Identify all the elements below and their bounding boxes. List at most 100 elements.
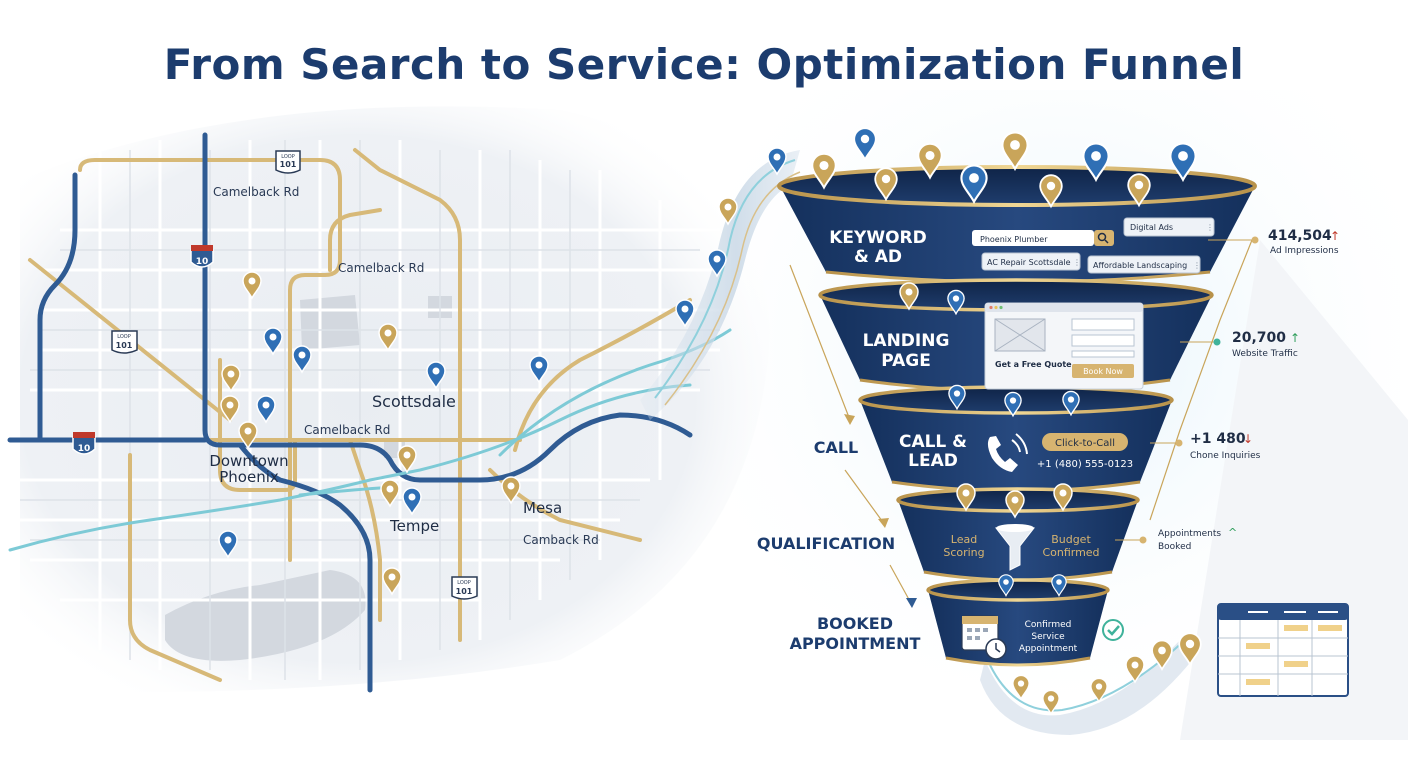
search-text: Phoenix Plumber xyxy=(980,235,1048,244)
map-pin-icon xyxy=(1125,655,1145,684)
image-placeholder-icon xyxy=(994,318,1046,352)
map-pin-icon xyxy=(529,355,549,384)
lead-scoring-line2: Scoring xyxy=(943,546,984,559)
chip-landscaping[interactable]: Affordable Landscaping ⋮ xyxy=(1087,255,1201,274)
filter-icon xyxy=(994,524,1036,571)
metric-label-line1: Appointments xyxy=(1158,529,1221,539)
city-label-scottsdale: Scottsdale xyxy=(372,392,456,411)
arrow-up-icon: ↑ xyxy=(1290,331,1300,345)
stage3-label-line2: LEAD xyxy=(908,451,958,471)
map-pin-icon xyxy=(1012,674,1030,701)
city-map: Camelback Rd Camelback Rd Camelback Rd C… xyxy=(7,106,770,693)
stage2-label-line1: LANDING xyxy=(863,331,950,351)
click-to-call-button[interactable]: Click-to-Call xyxy=(1042,433,1128,451)
connector-arrowheads xyxy=(844,414,917,608)
data-stream xyxy=(640,150,1200,735)
map-park xyxy=(165,570,366,661)
confirmed-line3: Appointment xyxy=(1019,644,1078,654)
map-pin-icon xyxy=(1053,483,1073,512)
map-pin-icon xyxy=(899,282,919,311)
map-pin-icon xyxy=(242,271,262,300)
stage3-labels: CALL & LEAD xyxy=(899,432,967,471)
map-pin-icon xyxy=(707,249,727,278)
side-label-qualification: QUALIFICATION xyxy=(757,534,895,553)
side-labels: CALL QUALIFICATION BOOKED APPOINTMENT xyxy=(757,438,921,653)
city-label-tempe: Tempe xyxy=(389,517,439,535)
map-pin-icon xyxy=(292,345,312,374)
map-pin-icon xyxy=(1127,173,1151,208)
chip-digital-ads[interactable]: Digital Ads ⋮ xyxy=(1123,217,1215,237)
quote-text: Get a Free Quote xyxy=(995,360,1072,369)
confirmed-line1: Confirmed xyxy=(1025,620,1072,630)
book-now-button[interactable]: Book Now xyxy=(1072,364,1134,378)
schedule-grid-icon xyxy=(1217,603,1349,697)
map-pin-icon xyxy=(1039,174,1063,209)
arrow-down-icon: ↓ xyxy=(1243,432,1253,446)
phone-icon xyxy=(987,433,1028,472)
map-pin-icon xyxy=(426,361,446,390)
metric-label: Ad Impressions xyxy=(1270,246,1339,256)
map-pin-icon xyxy=(1082,142,1110,183)
city-label-phoenix: Phoenix xyxy=(219,468,279,486)
map-block xyxy=(300,295,360,350)
stage1-label-line1: KEYWORD xyxy=(829,228,927,248)
search-box[interactable]: Phoenix Plumber xyxy=(972,230,1114,246)
shield-text-small: LOOP xyxy=(281,154,295,160)
map-pin-icon xyxy=(767,147,787,176)
check-icon xyxy=(1102,619,1124,641)
metric-label: Chone Inquiries xyxy=(1190,451,1261,461)
funnel: KEYWORD & AD Phoenix Plumber Digital Ads… xyxy=(777,165,1257,667)
confirmed-line2: Service xyxy=(1031,632,1065,642)
metric-website-traffic: 20,700 ↑ Website Traffic xyxy=(1180,330,1300,359)
map-pin-icon xyxy=(1169,142,1197,183)
map-pin-icon xyxy=(853,127,877,162)
more-icon: ⋮ xyxy=(1206,223,1214,232)
map-pin-icon xyxy=(397,445,417,474)
map-pin-icon xyxy=(220,395,240,424)
street-grid-minor xyxy=(20,140,720,680)
map-pin-icon xyxy=(1001,131,1029,172)
map-pin-icon xyxy=(998,574,1014,597)
interstate-10-shield-bottom: 10 xyxy=(72,432,96,455)
map-pin-icon xyxy=(1042,689,1060,716)
stage1-label-line2: & AD xyxy=(854,247,902,267)
button-label: Book Now xyxy=(1083,367,1123,376)
map-pin-icon xyxy=(947,289,965,316)
stage4-labels: Lead Scoring Budget Confirmed xyxy=(943,533,1099,559)
map-pin-icon xyxy=(1051,574,1067,597)
map-pin-icon xyxy=(1062,390,1080,417)
map-pin-icon xyxy=(402,487,422,516)
map-pin-icon xyxy=(218,530,238,559)
more-icon: ⋮ xyxy=(1193,261,1201,270)
interstate-10-shield-left: 10 xyxy=(190,245,214,268)
loop-101-shield-bottom: LOOP 101 xyxy=(451,576,478,600)
metric-label-line2: Booked xyxy=(1158,542,1191,552)
location-pins xyxy=(218,127,1202,716)
button-label: Click-to-Call xyxy=(1055,438,1115,449)
road-label-camelback-low: Camelback Rd xyxy=(304,423,390,437)
map-pin-icon xyxy=(917,142,943,180)
more-icon: ⋮ xyxy=(1073,258,1081,267)
map-pin-icon xyxy=(1178,632,1202,667)
chip-text: AC Repair Scottsdale xyxy=(987,258,1071,267)
map-pin-icon xyxy=(238,421,258,450)
stage2-label-line2: PAGE xyxy=(881,351,931,371)
chip-text: Digital Ads xyxy=(1130,223,1173,232)
stage3-label-line1: CALL & xyxy=(899,432,967,452)
map-pin-icon xyxy=(501,476,521,505)
chip-ac-repair[interactable]: AC Repair Scottsdale ⋮ xyxy=(981,252,1081,271)
metric-appointments-booked: Appointments ^ Booked xyxy=(1115,526,1237,552)
budget-confirmed-line1: Budget xyxy=(1051,533,1091,546)
shield-text: 101 xyxy=(456,587,473,596)
map-pin-icon xyxy=(960,164,988,205)
map-pin-icon xyxy=(221,364,241,393)
lead-scoring-line1: Lead xyxy=(951,533,977,546)
city-label-mesa: Mesa xyxy=(523,499,562,517)
map-pin-icon xyxy=(718,197,738,226)
map-pin-icon xyxy=(675,299,695,328)
page-title: From Search to Service: Optimization Fun… xyxy=(163,40,1245,89)
map-pin-icon xyxy=(874,167,898,202)
arrow-up-icon: ^ xyxy=(1228,526,1237,539)
metric-value: +1 480 xyxy=(1190,431,1246,447)
arrow-up-icon: ↑ xyxy=(1330,229,1340,243)
